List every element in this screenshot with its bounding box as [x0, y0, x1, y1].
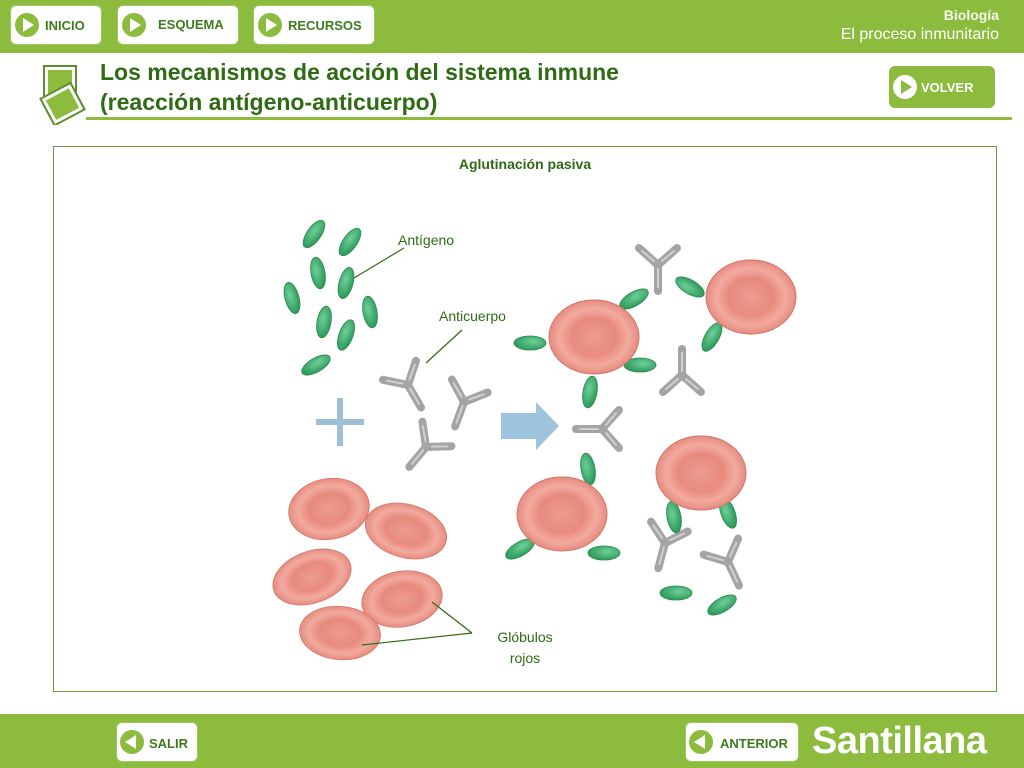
rbc-pointer-2	[361, 632, 473, 646]
title-line-1: Los mecanismos de acción del sistema inm…	[100, 59, 619, 85]
salir-label: SALIR	[149, 736, 188, 751]
play-icon	[258, 13, 282, 37]
brand-logo: Santillana	[812, 720, 987, 762]
antibody-cluster	[383, 361, 488, 479]
diagram-panel: Aglutinación pasiva	[53, 146, 997, 692]
rbc-pointer-1	[431, 601, 473, 634]
recursos-button[interactable]: RECURSOS	[253, 5, 375, 45]
subject-name: Biología	[943, 7, 999, 23]
rbc-label-line-2: rojos	[510, 650, 540, 666]
salir-button[interactable]: SALIR	[116, 722, 198, 762]
subject-topic: El proceso inmunitario	[840, 26, 999, 43]
esquema-label: ESQUEMA	[158, 17, 224, 32]
antigen-pointer	[353, 247, 405, 279]
esquema-button[interactable]: ESQUEMA	[117, 5, 239, 45]
anterior-label: ANTERIOR	[720, 736, 788, 751]
antigen-label: Antígeno	[398, 232, 454, 248]
arrow-right-icon	[501, 402, 559, 450]
subject-info: Biología El proceso inmunitario	[841, 7, 999, 44]
antibody-pointer	[425, 329, 463, 364]
agglutination-diagram: Aglutinación pasiva	[264, 156, 797, 666]
red-blood-cell-cluster	[264, 471, 454, 664]
play-icon	[15, 13, 39, 37]
page-title: Los mecanismos de acción del sistema inm…	[100, 57, 619, 117]
bottom-bar: SALIR ANTERIOR Santillana	[0, 714, 1024, 768]
inicio-button[interactable]: INICIO	[10, 5, 102, 45]
recursos-label: RECURSOS	[288, 18, 362, 33]
plus-icon	[316, 398, 364, 446]
title-divider	[86, 117, 1012, 120]
title-line-2: (reacción antígeno-anticuerpo)	[100, 89, 438, 115]
play-icon	[122, 13, 146, 37]
anterior-button[interactable]: ANTERIOR	[685, 722, 799, 762]
slides-icon	[39, 65, 86, 125]
back-icon	[689, 730, 713, 754]
top-bar: INICIO ESQUEMA RECURSOS Biología El proc…	[0, 0, 1024, 53]
antibody-label: Anticuerpo	[439, 308, 506, 324]
inicio-label: INICIO	[45, 18, 85, 33]
antigen-cluster	[280, 216, 381, 380]
play-icon	[893, 75, 917, 99]
diagram-heading: Aglutinación pasiva	[459, 156, 591, 172]
volver-button[interactable]: VOLVER	[889, 66, 995, 108]
rbc-label-line-1: Glóbulos	[497, 629, 552, 645]
volver-label: VOLVER	[921, 80, 974, 95]
back-icon	[120, 730, 144, 754]
